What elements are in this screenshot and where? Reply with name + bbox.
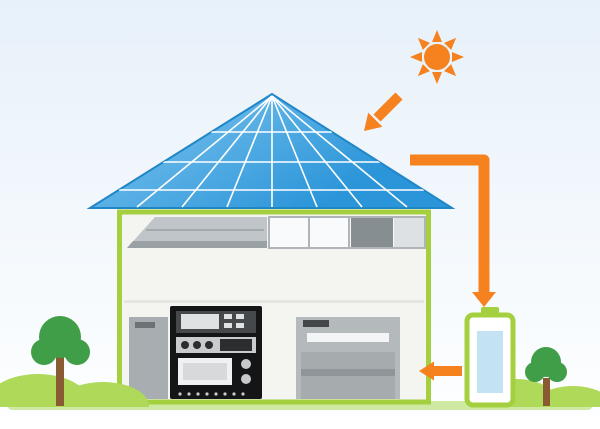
cabinet-handle xyxy=(135,322,155,328)
stove-knob xyxy=(193,341,201,349)
stove-knob xyxy=(205,341,213,349)
second-floor-shutter xyxy=(127,217,267,248)
house xyxy=(117,209,431,405)
energy-flow-arrow-roof-to-battery xyxy=(410,154,496,307)
kitchen-cabinet xyxy=(129,317,168,399)
sun-disc xyxy=(424,44,450,70)
tree-trunk xyxy=(543,378,550,406)
sun-icon xyxy=(410,30,464,84)
oven-knob xyxy=(241,359,251,369)
floor-separation-line xyxy=(124,300,424,303)
window-dim-pane xyxy=(394,218,424,247)
washer-handle xyxy=(301,369,395,376)
dishwasher-unit xyxy=(296,317,400,399)
battery-charge-level xyxy=(477,331,503,393)
solar-panel-roof xyxy=(86,92,456,209)
roof-face xyxy=(86,92,456,209)
tree-left xyxy=(31,316,90,406)
small-display xyxy=(220,339,252,351)
sun-rays xyxy=(410,30,464,84)
tree-trunk xyxy=(56,356,64,406)
oven-knob xyxy=(241,374,251,384)
display-panel xyxy=(181,314,219,329)
washer-control xyxy=(303,320,329,327)
solar-panel-grid xyxy=(119,95,424,208)
button-row xyxy=(178,392,245,396)
second-floor-windows xyxy=(268,216,426,249)
storage-battery xyxy=(464,307,516,408)
bush-left xyxy=(57,382,149,407)
washer-slot xyxy=(307,333,389,342)
sunlight-arrow xyxy=(364,92,403,131)
tree-right xyxy=(525,347,567,406)
stove-knob xyxy=(181,341,189,349)
stove-oven-unit xyxy=(170,306,262,399)
window-dark-pane xyxy=(351,218,393,247)
energy-flow-arrow-battery-to-house xyxy=(419,361,462,381)
